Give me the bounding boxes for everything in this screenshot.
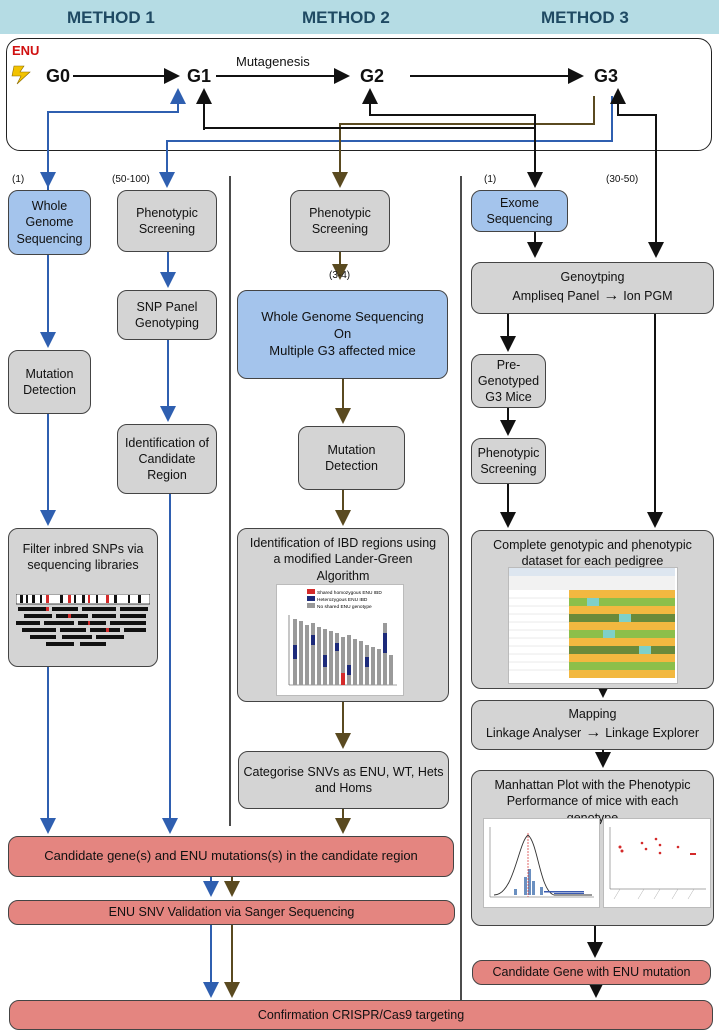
- m3-mapping-row: Linkage Analyser → Linkage Explorer: [486, 723, 699, 744]
- enu-label: ENU: [12, 43, 40, 58]
- m2-wgs-line2: On: [333, 326, 352, 342]
- m1-filter-label: Filter inbred SNPs via sequencing librar…: [22, 542, 144, 573]
- m2-whole-genome-sequencing: Whole Genome Sequencing On Multiple G3 a…: [237, 290, 448, 379]
- m3-exome-sequencing: Exome Sequencing: [471, 190, 568, 232]
- m2-phenotypic-screening: Phenotypic Screening: [290, 190, 390, 252]
- m3-mapping: Mapping Linkage Analyser → Linkage Explo…: [471, 700, 714, 750]
- m3-pregenotyped-mice: Pre-Genotyped G3 Mice: [471, 354, 546, 408]
- mutagenesis-label: Mutagenesis: [236, 54, 310, 69]
- m3-genotyping: Genoytping Ampliseq Panel → Ion PGM: [471, 262, 714, 314]
- m2-count: (3-4): [329, 270, 351, 281]
- lightning-icon: [11, 65, 31, 85]
- g1-label: G1: [187, 66, 212, 86]
- method-header-bar: METHOD 1 METHOD 2 METHOD 3: [0, 0, 719, 34]
- breeding-scheme-box: [6, 38, 712, 151]
- candidate-region-box: Candidate gene(s) and ENU mutations(s) i…: [8, 836, 454, 877]
- m3-count-a: (1): [484, 174, 497, 185]
- m3-linkage-explorer: Linkage Explorer: [605, 725, 699, 740]
- m2-mutation-detection: Mutation Detection: [298, 426, 405, 490]
- manhattan-thumbnail: [483, 818, 600, 908]
- m3-genotyping-row: Ampliseq Panel → Ion PGM: [512, 286, 672, 307]
- dataset-table-thumbnail: [508, 567, 678, 684]
- m3-phenotypic-screening: Phenotypic Screening: [471, 438, 546, 484]
- ibd-legend-3: No shared ENU genotype: [317, 604, 372, 610]
- m1-phenotypic-screening: Phenotypic Screening: [117, 190, 217, 252]
- ibd-legend-1: Shared homozygous ENU IBD: [317, 590, 382, 596]
- g3-label: G3: [594, 66, 619, 86]
- method2-heading: METHOD 2: [302, 8, 390, 27]
- sanger-validation-box: ENU SNV Validation via Sanger Sequencing: [8, 900, 455, 925]
- m1-identification-candidate-region: Identification of Candidate Region: [117, 424, 217, 494]
- g2-label: G2: [360, 66, 385, 86]
- m1-whole-genome-sequencing: Whole Genome Sequencing: [8, 190, 91, 255]
- m2-wgs-line3: Multiple G3 affected mice: [269, 342, 416, 358]
- m3-count-b: (30-50): [606, 174, 639, 185]
- ibd-legend-2: Heterozygous ENU IBD: [317, 597, 368, 603]
- m1-snp-panel-genotyping: SNP Panel Genotyping: [117, 290, 217, 340]
- ibd-chart-thumbnail: Shared homozygous ENU IBD Heterozygous E…: [276, 584, 404, 696]
- sequencing-reads-graphic: [16, 594, 150, 646]
- genotype-performance-thumbnail: [603, 818, 711, 908]
- m3-mapping-title: Mapping: [568, 707, 617, 722]
- m3-manhattan-label: Manhattan Plot with the Phenotypic Perfo…: [494, 778, 691, 825]
- m3-candidate-gene: Candidate Gene with ENU mutation: [472, 960, 711, 985]
- m3-ampliseq: Ampliseq Panel: [512, 288, 600, 303]
- m1-count-a: (1): [12, 174, 25, 185]
- m1-count-b: (50-100): [112, 174, 150, 185]
- method3-heading: METHOD 3: [541, 8, 629, 27]
- m2-categorise-snvs: Categorise SNVs as ENU, WT, Hets and Hom…: [238, 751, 449, 809]
- m3-genotyping-title: Genoytping: [560, 270, 625, 285]
- g0-label: G0: [46, 66, 71, 86]
- m1-mutation-detection: Mutation Detection: [8, 350, 91, 414]
- m3-ion-pgm: Ion PGM: [623, 288, 673, 303]
- right-arrow-icon: →: [603, 286, 620, 304]
- m3-linkage-analyser: Linkage Analyser: [485, 725, 582, 740]
- m2-wgs-line1: Whole Genome Sequencing: [261, 309, 424, 325]
- right-arrow-icon: →: [585, 723, 602, 741]
- crispr-confirmation-box: Confirmation CRISPR/Cas9 targeting: [9, 1000, 713, 1030]
- m3-complete-label: Complete genotypic and phenotypic datase…: [493, 538, 692, 569]
- m2-ibd-label: Identification of IBD regions using a mo…: [249, 536, 437, 583]
- method1-heading: METHOD 1: [67, 8, 155, 27]
